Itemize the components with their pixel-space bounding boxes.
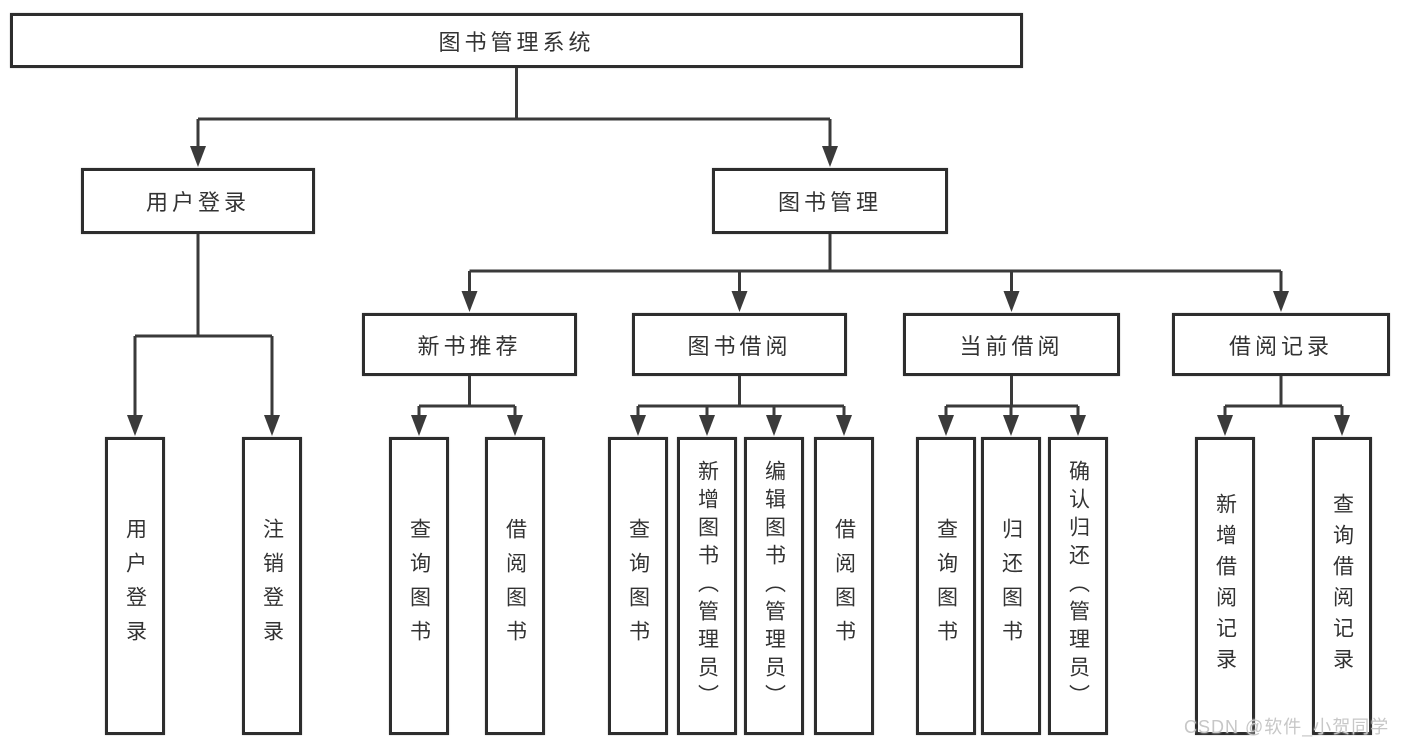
arrowhead-icon — [699, 415, 715, 436]
arrowhead-icon — [766, 415, 782, 436]
arrowhead-icon — [836, 415, 852, 436]
node-bookborrow: 图书借阅 — [632, 313, 847, 376]
node-label-bookborrow: 图书借阅 — [687, 333, 792, 359]
arrowhead-icon — [1003, 291, 1020, 312]
node-cb-confirm: 确认归还（管理员） — [1048, 437, 1108, 735]
arrowhead-icon — [1273, 291, 1289, 312]
arrowhead-icon — [1070, 415, 1086, 436]
node-newbook: 新书推荐 — [362, 313, 577, 376]
node-bb-query: 查询图书 — [608, 437, 668, 735]
arrowhead-icon — [1334, 415, 1350, 436]
arrowhead-icon — [1003, 415, 1019, 436]
node-label-login: 用户登录 — [145, 190, 250, 215]
node-label-bb-query: 查询图书 — [626, 518, 650, 654]
node-label-bb-borrow: 借阅图书 — [832, 518, 856, 654]
node-bb-add: 新增图书（管理员） — [677, 437, 737, 735]
connector-login — [127, 234, 280, 436]
arrowhead-icon — [461, 291, 478, 312]
connector-bookmgmt — [461, 234, 1289, 312]
connector-bookborrow — [630, 376, 852, 436]
node-label-bb-edit: 编辑图书（管理员） — [762, 460, 786, 712]
node-label-rec-query: 查询借阅记录 — [1330, 493, 1354, 679]
node-label-nb-query: 查询图书 — [407, 518, 431, 654]
csdn-watermark: CSDN @软件_小贺同学 — [1184, 717, 1390, 737]
node-cb-return: 归还图书 — [981, 437, 1041, 735]
node-records: 借阅记录 — [1172, 313, 1390, 376]
node-bb-edit: 编辑图书（管理员） — [744, 437, 804, 735]
arrowhead-icon — [1217, 415, 1233, 436]
arrowhead-icon — [507, 415, 523, 436]
node-label-nb-borrow: 借阅图书 — [503, 518, 527, 654]
node-label-cb-return: 归还图书 — [999, 518, 1023, 654]
node-label-bookmgmt: 图书管理 — [777, 190, 882, 215]
arrowhead-icon — [822, 146, 838, 167]
node-user-login: 用户登录 — [105, 437, 165, 735]
node-bb-borrow: 借阅图书 — [814, 437, 874, 735]
connector-records — [1217, 376, 1350, 436]
node-bookmgmt: 图书管理 — [712, 168, 948, 234]
node-label-bb-add: 新增图书（管理员） — [695, 460, 719, 712]
arrowhead-icon — [630, 415, 646, 436]
node-rec-query: 查询借阅记录 — [1312, 437, 1372, 735]
node-nb-query: 查询图书 — [389, 437, 449, 735]
arrowhead-icon — [264, 415, 280, 436]
arrowhead-icon — [190, 146, 206, 167]
node-label-rec-add: 新增借阅记录 — [1213, 493, 1237, 679]
node-label-records: 借阅记录 — [1228, 333, 1333, 359]
connector-newbook — [411, 376, 523, 436]
node-label-cb-confirm: 确认归还（管理员） — [1066, 460, 1090, 712]
node-label-root: 图书管理系统 — [438, 29, 595, 55]
connector-root — [190, 68, 838, 167]
node-label-currentborrow: 当前借阅 — [959, 333, 1064, 359]
node-login: 用户登录 — [81, 168, 315, 234]
node-cb-query: 查询图书 — [916, 437, 976, 735]
node-rec-add: 新增借阅记录 — [1195, 437, 1255, 735]
node-label-newbook: 新书推荐 — [417, 333, 522, 359]
arrowhead-icon — [411, 415, 427, 436]
node-label-logout: 注销登录 — [260, 518, 284, 654]
node-logout: 注销登录 — [242, 437, 302, 735]
node-label-user-login: 用户登录 — [123, 518, 147, 654]
node-label-cb-query: 查询图书 — [934, 518, 958, 654]
connector-currentborrow — [938, 376, 1086, 436]
arrowhead-icon — [938, 415, 954, 436]
arrowhead-icon — [731, 291, 748, 312]
arrowhead-icon — [127, 415, 143, 436]
node-currentborrow: 当前借阅 — [903, 313, 1120, 376]
node-root: 图书管理系统 — [10, 13, 1023, 68]
node-nb-borrow: 借阅图书 — [485, 437, 545, 735]
